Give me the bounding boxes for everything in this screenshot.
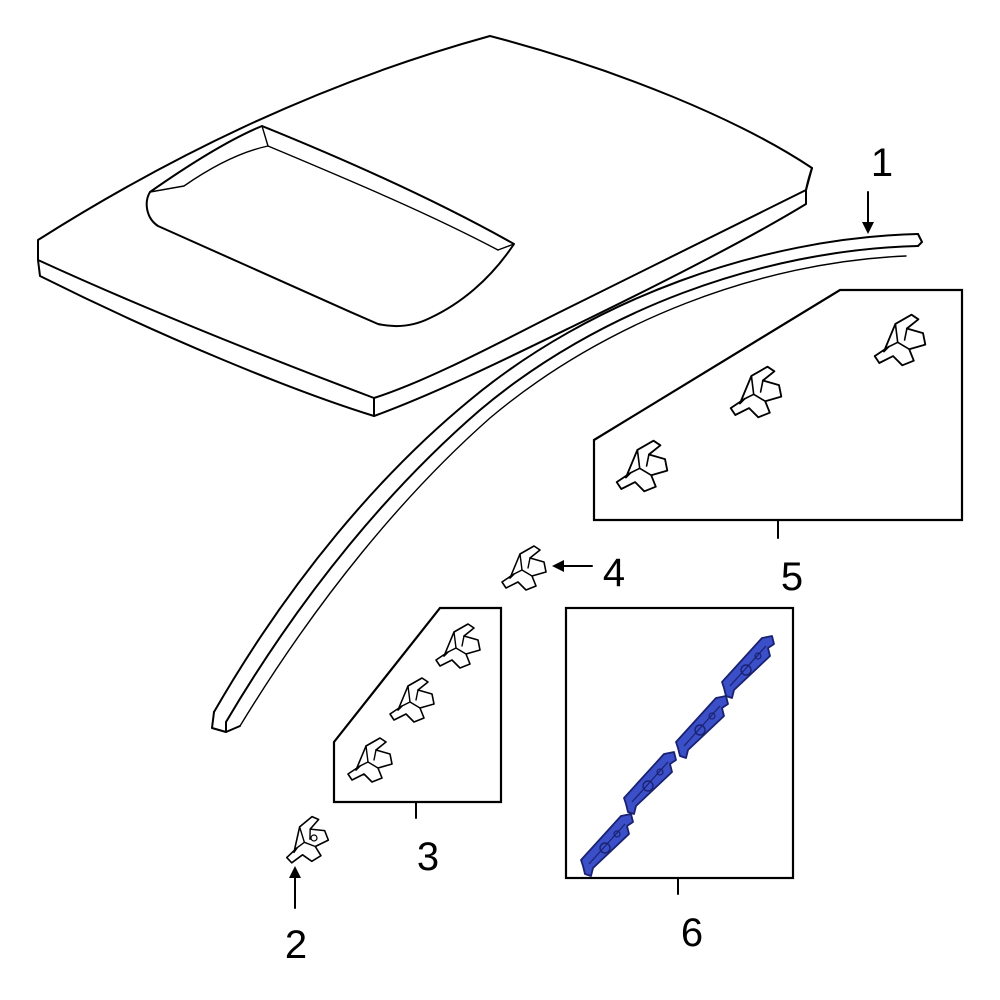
roof-molding	[211, 233, 923, 733]
retainer-set-panel-6	[564, 606, 795, 880]
sunroof-opening	[145, 125, 515, 327]
clip-part-4	[501, 545, 547, 591]
callout-6: 6	[681, 911, 703, 955]
callout-3: 3	[417, 835, 439, 879]
callout-1: 1	[871, 141, 893, 185]
callout-5: 5	[781, 555, 803, 599]
leader-lines	[289, 191, 874, 909]
roof-panel	[37, 35, 813, 417]
callout-2: 2	[285, 923, 307, 967]
clip-set-panel-5	[592, 288, 964, 522]
clip-part-2	[279, 813, 333, 867]
callout-labels: 1 2 3 4 5 6	[285, 141, 893, 967]
callout-4: 4	[603, 551, 625, 595]
clip-set-panel-3	[332, 606, 503, 804]
